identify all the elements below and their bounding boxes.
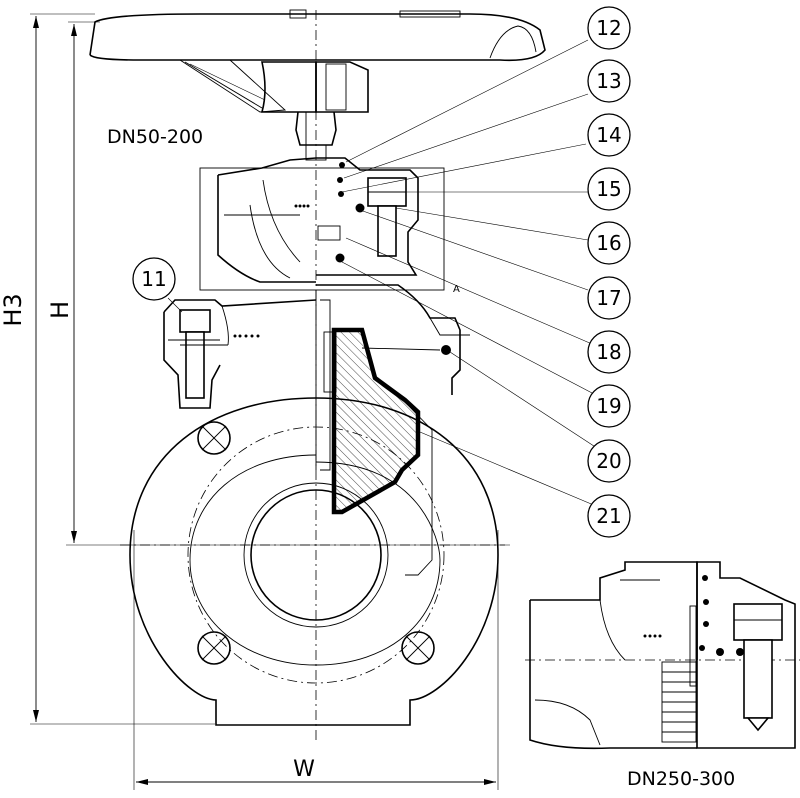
callout-18: 18 bbox=[587, 330, 631, 374]
dimension-w bbox=[133, 530, 499, 790]
callout-15: 15 bbox=[587, 167, 631, 211]
dimension-h3 bbox=[30, 13, 215, 725]
bonnet bbox=[199, 157, 445, 291]
variant-label-large: DN250-300 bbox=[627, 768, 735, 790]
callout-21: 21 bbox=[587, 494, 631, 538]
callout-12-label: 12 bbox=[596, 16, 621, 40]
callout-15-label: 15 bbox=[596, 177, 621, 201]
callout-14: 14 bbox=[587, 113, 631, 157]
callout-13: 13 bbox=[587, 59, 631, 103]
stem bbox=[295, 111, 337, 161]
leader-lines bbox=[167, 39, 601, 507]
dimension-w-label: W bbox=[293, 757, 315, 782]
valve-body bbox=[120, 397, 505, 726]
callout-11: 11 bbox=[132, 257, 176, 301]
callout-13-label: 13 bbox=[596, 69, 621, 93]
callout-20-label: 20 bbox=[596, 449, 621, 473]
callout-19: 19 bbox=[587, 384, 631, 428]
detail-packing-rings bbox=[661, 661, 697, 743]
callout-16: 16 bbox=[587, 221, 631, 265]
body-flange bbox=[163, 284, 461, 409]
callout-14-label: 14 bbox=[596, 123, 621, 147]
callout-17: 17 bbox=[587, 276, 631, 320]
callout-20: 20 bbox=[587, 439, 631, 483]
bolt-dots bbox=[294, 204, 310, 208]
callout-12: 12 bbox=[587, 6, 631, 50]
detail-view-dn250-300 bbox=[525, 561, 800, 750]
gate-wedge bbox=[315, 290, 470, 576]
flange-dots bbox=[233, 334, 260, 338]
callout-18-label: 18 bbox=[596, 340, 621, 364]
handwheel bbox=[89, 9, 546, 113]
valve-main-view bbox=[89, 9, 601, 740]
callout-16-label: 16 bbox=[596, 231, 621, 255]
dimension-h bbox=[66, 21, 510, 546]
callout-17-label: 17 bbox=[596, 286, 621, 310]
detail-dots bbox=[643, 634, 662, 638]
hub bbox=[260, 61, 369, 113]
callout-11-label: 11 bbox=[141, 267, 166, 291]
callout-19-label: 19 bbox=[596, 394, 621, 418]
callout-21-label: 21 bbox=[596, 504, 621, 528]
dimension-h3-label: H3 bbox=[0, 293, 27, 326]
section-mark: A bbox=[453, 284, 460, 295]
variant-label-small: DN50-200 bbox=[107, 126, 203, 148]
dimension-h-label: H bbox=[46, 301, 74, 319]
